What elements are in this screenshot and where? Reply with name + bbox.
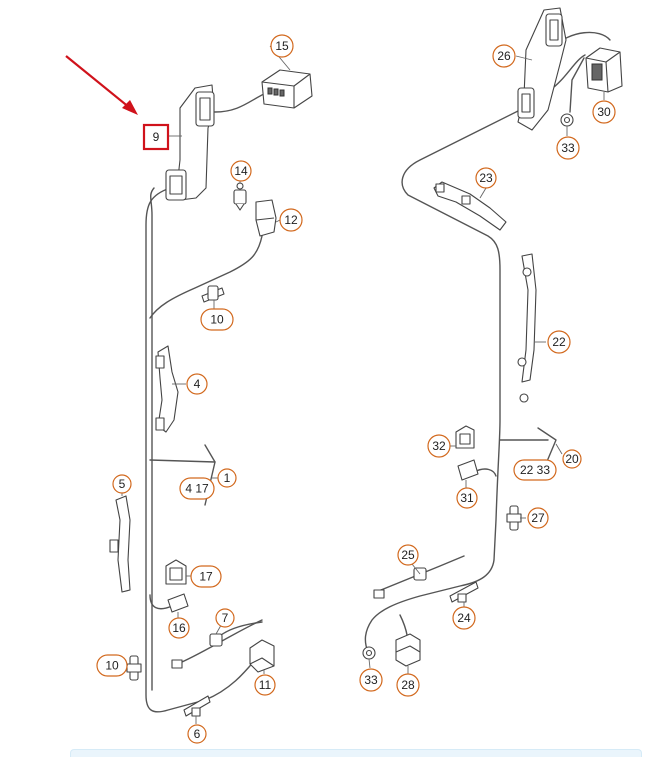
part-10-clip-lower: [126, 655, 142, 681]
callout-16-label: 16: [172, 621, 186, 635]
callout-4-17-label: 4 17: [185, 482, 209, 496]
callout-12-label: 12: [284, 213, 298, 227]
part-4-bracket: [155, 345, 179, 433]
part-27-clip: [506, 505, 522, 531]
callout-32-label: 32: [432, 439, 446, 453]
callout-33-upper-label: 33: [561, 141, 575, 155]
callout-14-label: 14: [234, 164, 248, 178]
callout-12[interactable]: 12: [279, 208, 303, 232]
callout-9-highlighted[interactable]: 9: [142, 123, 170, 151]
part-33-plug-upper: [560, 113, 574, 127]
part-28-connector: [395, 633, 421, 667]
callout-23[interactable]: 23: [475, 167, 497, 189]
callout-16[interactable]: 16: [168, 617, 190, 639]
callout-26-label: 26: [497, 49, 511, 63]
callout-33-lower[interactable]: 33: [359, 668, 383, 692]
callout-14[interactable]: 14: [230, 160, 252, 182]
callout-7[interactable]: 7: [215, 608, 235, 628]
part-9-bracket: [165, 84, 215, 201]
callout-22-label: 22: [552, 335, 566, 349]
leader-lines: [120, 45, 605, 724]
part-31-connector: [457, 459, 479, 481]
callout-5-label: 5: [119, 477, 126, 491]
left-harness: [145, 91, 269, 713]
callout-25-label: 25: [401, 548, 415, 562]
highlight-arrow: [65, 55, 138, 115]
callout-20-label: 20: [565, 452, 579, 466]
callout-10-lower-label: 10: [105, 659, 119, 673]
callout-30-label: 30: [597, 105, 611, 119]
callout-25[interactable]: 25: [397, 544, 419, 566]
part-7-cable-tie: [171, 633, 223, 669]
callout-30[interactable]: 30: [592, 100, 616, 124]
callout-11[interactable]: 11: [254, 674, 276, 696]
callout-27-label: 27: [531, 511, 545, 525]
callout-31[interactable]: 31: [456, 487, 478, 509]
callout-6-label: 6: [194, 727, 201, 741]
part-26-bracket: [517, 7, 567, 131]
callout-1-label: 1: [224, 471, 231, 485]
part-32-clip: [455, 425, 475, 449]
part-16-connector: [167, 593, 189, 613]
callout-27[interactable]: 27: [527, 507, 549, 529]
part-24-clip: [449, 581, 479, 603]
callout-20[interactable]: 20: [562, 449, 582, 469]
part-25-cable-tie: [373, 555, 465, 599]
callout-26[interactable]: 26: [492, 44, 516, 68]
callout-1[interactable]: 1: [217, 468, 237, 488]
callout-22-33-label: 22 33: [520, 463, 550, 477]
callout-32[interactable]: 32: [427, 434, 451, 458]
callout-17-label: 17: [199, 570, 213, 584]
part-33-plug-lower: [362, 646, 376, 660]
callout-10-upper[interactable]: 10: [200, 308, 234, 331]
callout-6[interactable]: 6: [187, 724, 207, 744]
part-22-bracket: [517, 253, 537, 403]
callout-24[interactable]: 24: [452, 606, 476, 630]
callout-10-upper-label: 10: [210, 313, 224, 327]
part-11-connector: [249, 639, 275, 673]
callout-9-label: 9: [153, 130, 160, 144]
part-17-clip: [165, 559, 187, 585]
callout-4-label: 4: [194, 377, 201, 391]
part-14-clip: [233, 182, 247, 211]
callout-15-label: 15: [275, 39, 289, 53]
callout-28[interactable]: 28: [396, 673, 420, 697]
callout-4-17[interactable]: 4 17: [179, 477, 215, 500]
callout-7-label: 7: [222, 611, 229, 625]
callout-11-label: 11: [259, 678, 272, 692]
callout-31-label: 31: [460, 491, 474, 505]
part-10-clip-upper: [201, 285, 225, 303]
part-15-connector: [261, 69, 313, 109]
part-23-bracket: [433, 181, 507, 231]
callout-33-lower-label: 33: [364, 673, 378, 687]
callout-28-label: 28: [401, 678, 415, 692]
callout-23-label: 23: [479, 171, 493, 185]
callout-24-label: 24: [457, 611, 471, 625]
callout-5[interactable]: 5: [112, 474, 132, 494]
callout-4[interactable]: 4: [186, 373, 208, 395]
part-6-clip: [183, 695, 211, 717]
callout-33-upper[interactable]: 33: [556, 136, 580, 160]
part-30-connector: [585, 47, 623, 93]
footer-panel-edge: [70, 749, 642, 757]
callout-17[interactable]: 17: [190, 565, 222, 588]
callout-15[interactable]: 15: [270, 34, 294, 58]
callout-22[interactable]: 22: [547, 330, 571, 354]
part-5-bracket: [109, 495, 131, 593]
callout-22-33[interactable]: 22 33: [513, 459, 557, 481]
callout-10-lower[interactable]: 10: [96, 654, 128, 677]
part-12-connector: [255, 199, 277, 237]
